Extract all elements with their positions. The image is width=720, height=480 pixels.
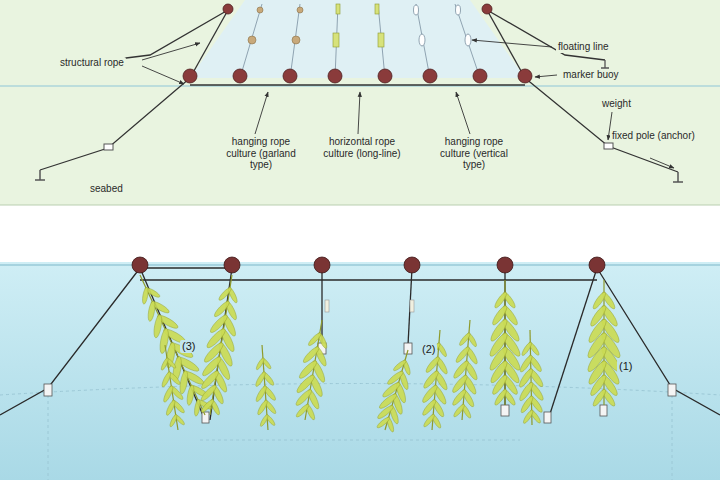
kelp-fronds xyxy=(140,275,623,433)
top-panel xyxy=(0,0,720,205)
part-label: hanging rope culture (garland type) xyxy=(215,136,307,171)
kelp-frond xyxy=(376,350,412,433)
waterline xyxy=(0,85,720,86)
kelp-frond xyxy=(585,280,623,408)
anchors xyxy=(35,60,683,182)
panel-edge xyxy=(0,205,720,206)
part-label: hanging rope culture (vertical type) xyxy=(428,136,520,171)
kelp-frond xyxy=(140,275,213,416)
depth-guides xyxy=(0,384,720,480)
kelp-frond xyxy=(517,330,545,425)
structural-ropes xyxy=(0,268,720,420)
marker-buoys xyxy=(132,257,605,273)
part-label: marker buoy xyxy=(561,69,621,81)
part-label: seabed xyxy=(88,183,125,195)
weights xyxy=(44,343,676,423)
culture-lines xyxy=(240,4,480,78)
kelp-frond xyxy=(199,275,238,416)
vertical-culture xyxy=(333,4,384,47)
callout-number: (3) xyxy=(180,340,197,353)
kelp-frond xyxy=(421,330,449,430)
garland-culture xyxy=(248,7,303,44)
sea-surface xyxy=(0,264,720,265)
kelp-frond xyxy=(451,320,479,420)
part-label: floating line xyxy=(556,41,611,53)
marker-buoys xyxy=(183,4,532,83)
kelp-frond xyxy=(254,345,277,430)
part-label: horizontal rope culture (long-line) xyxy=(318,136,406,159)
part-label: fixed pole (anchor) xyxy=(610,130,698,142)
bottom-panel xyxy=(0,257,720,480)
callout-number: (1) xyxy=(617,360,634,373)
sea-water xyxy=(0,262,720,480)
part-label: weight xyxy=(600,98,633,110)
kelp-frond xyxy=(487,280,522,406)
floats xyxy=(325,300,414,312)
longline-culture xyxy=(414,5,472,46)
seabed-ground xyxy=(0,0,720,205)
kelp-frond xyxy=(160,345,186,430)
structural-ropes xyxy=(40,10,678,172)
part-label: structural rope xyxy=(58,57,126,69)
water-surface xyxy=(190,0,525,78)
kelp-frond xyxy=(294,320,328,421)
callout-number: (2) xyxy=(420,343,437,356)
